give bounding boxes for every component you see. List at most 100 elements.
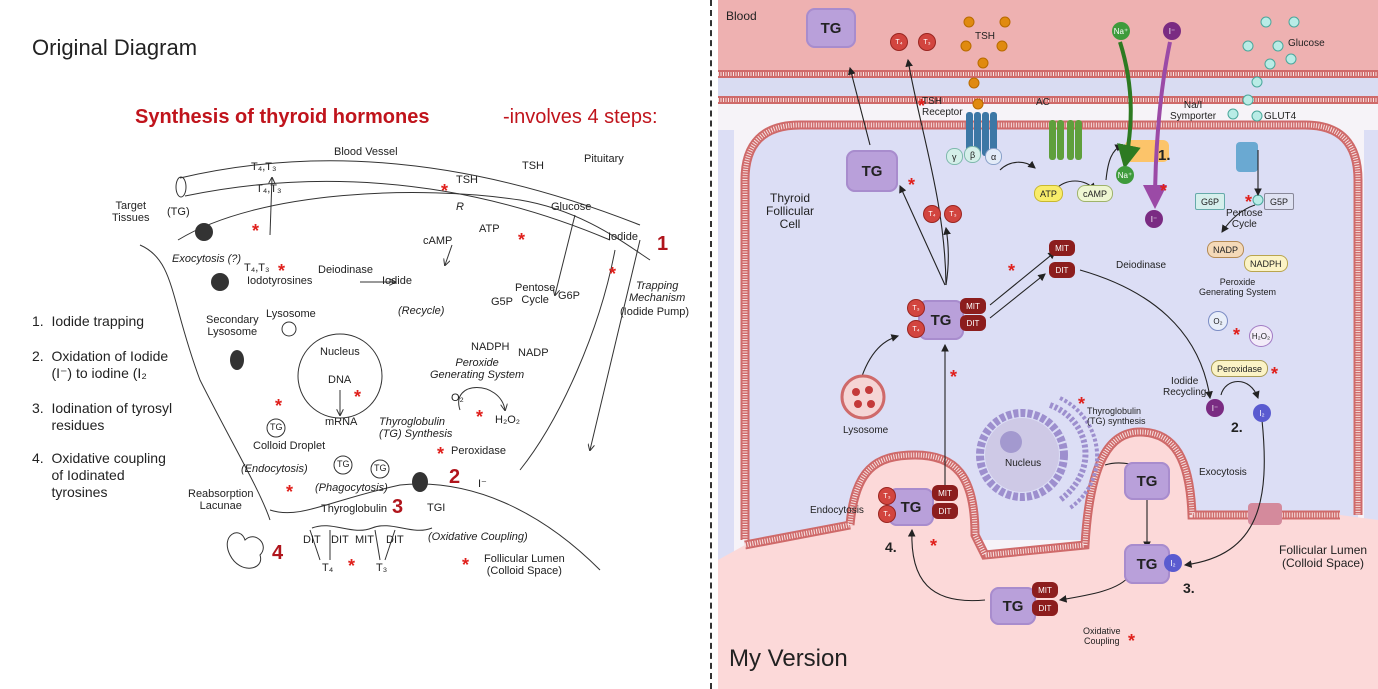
- marker-star: *: [348, 556, 356, 576]
- label-phagocytosis: (Phagocytosis): [315, 482, 388, 494]
- marker-star: *: [1245, 192, 1253, 212]
- g-protein-gamma: γ: [946, 148, 963, 165]
- label-recycle: (Recycle): [398, 305, 445, 317]
- marker-star: *: [908, 175, 916, 195]
- sodium-ion-blood: Na⁺: [1112, 22, 1130, 40]
- h2o2-molecule: H₂O₂: [1249, 325, 1273, 347]
- pendrin-channel: [1248, 503, 1282, 525]
- label-exocytosis: Exocytosis: [1199, 467, 1247, 478]
- step-1: 1. Iodide trapping: [32, 313, 145, 329]
- atp-pill: ATP: [1034, 185, 1063, 202]
- label-thyroglobulin: Thyroglobulin: [321, 503, 388, 515]
- step-4: 4. Oxidative coupling of Iodinated tyros…: [32, 450, 166, 500]
- label-t3: T₃: [376, 562, 388, 574]
- label-endocytosis: Endocytosis: [810, 505, 864, 516]
- label-oxidative-coupling: Oxidative Coupling: [1083, 626, 1121, 646]
- t3-cytoplasm: T₃: [944, 205, 962, 223]
- dit-endocytosis: DIT: [932, 503, 958, 519]
- label-iodide-recycling: Iodide Recycling: [1163, 376, 1207, 398]
- marker-star: *: [518, 230, 526, 250]
- marker-star: *: [1008, 261, 1016, 281]
- neighbor-cell-left: [718, 130, 734, 689]
- arrow: [270, 178, 272, 236]
- label-tg-paren: (TG): [167, 206, 190, 218]
- label-thyroid-follicular-cell: Thyroid Follicular Cell: [766, 191, 815, 232]
- label-dna: DNA: [328, 374, 352, 386]
- cell-apical-top: [177, 192, 651, 261]
- step-number-3: 3.: [1183, 580, 1195, 596]
- marker-star: *: [252, 221, 260, 241]
- cell-right-wall: [519, 249, 616, 471]
- vesicle-secondary: [211, 273, 229, 291]
- label-peroxidase: Peroxidase: [451, 445, 507, 457]
- vesicle-apical: [412, 472, 428, 492]
- label-mit: MIT: [355, 534, 374, 546]
- marker-star: *: [1078, 394, 1086, 414]
- label-endocytosis: (Endocytosis): [241, 463, 308, 475]
- label-tg-synthesis: Thyroglobulin (TG) synthesis: [1087, 406, 1146, 426]
- g6p-box: G6P: [1195, 193, 1226, 210]
- marker-star: *: [918, 96, 926, 116]
- reabsorption-lacunae-shape: [226, 532, 264, 569]
- coupling-lines: [309, 529, 396, 561]
- label-dit-1: DIT: [303, 534, 321, 546]
- label-camp: cAMP: [423, 235, 453, 247]
- step-number-2: 2.: [1231, 419, 1243, 435]
- label-tsh: TSH: [975, 31, 995, 42]
- label-t4: T₄: [322, 562, 334, 574]
- label-pentose-cycle: Pentose Cycle: [1226, 208, 1263, 230]
- label-na-i-symporter: Na/I Symporter: [1170, 100, 1217, 122]
- marker-star: *: [609, 264, 617, 284]
- tsh-particles: [960, 16, 1011, 110]
- label-oxidative-coupling: (Oxidative Coupling): [428, 531, 528, 543]
- step-number-3: 3: [392, 496, 404, 518]
- label-mrna: mRNA: [325, 416, 358, 428]
- endoplasmic-reticulum: [1059, 396, 1100, 510]
- label-tg-droplet: TG: [270, 422, 283, 432]
- label-nucleus: Nucleus: [1005, 458, 1042, 469]
- label-dit-3: DIT: [386, 534, 404, 546]
- g5p-box: G5P: [1264, 193, 1295, 210]
- label-glucose: Glucose: [551, 201, 592, 213]
- tg-blood: TG: [806, 8, 856, 48]
- mit-on-tg: MIT: [960, 298, 986, 314]
- iodide-ion-recycled: I⁻: [1206, 399, 1224, 417]
- label-t4t3-mid: T₄,T₃: [256, 183, 282, 195]
- marker-star: *: [462, 555, 470, 575]
- arrow: [555, 214, 576, 295]
- step-number-1: 1.: [1158, 147, 1171, 164]
- lysosome-circle: [281, 321, 297, 337]
- t3-on-tg: T₃: [907, 299, 925, 317]
- blood-vessel-outer: [179, 160, 641, 226]
- t3-endocytosis: T₃: [878, 487, 896, 505]
- tg-droplet-circle: [266, 418, 286, 438]
- step-3: 3. Iodination of tyrosyl residues: [32, 400, 173, 433]
- step-number-2: 2: [449, 466, 461, 488]
- nadph-pill: NADPH: [1244, 255, 1288, 272]
- marker-star: *: [1271, 364, 1279, 384]
- marker-star: *: [354, 387, 362, 407]
- label-glut4: GLUT4: [1264, 111, 1297, 122]
- label-exocytosis: Exocytosis (?): [172, 253, 242, 265]
- dit-free: DIT: [1049, 262, 1075, 278]
- label-follicular-lumen: Follicular Lumen (Colloid Space): [484, 553, 565, 578]
- label-tgi: TGI: [427, 502, 446, 514]
- glut4-shape: [1236, 142, 1258, 172]
- label-deiodinase: Deiodinase: [318, 264, 374, 276]
- label-peroxide-generating-system: Peroxide Generating System: [1199, 277, 1277, 297]
- nucleus-outline: [297, 333, 383, 419]
- label-deiodinase: Deiodinase: [1116, 260, 1167, 271]
- label-nadp: NADP: [518, 347, 549, 359]
- marker-star: *: [930, 536, 938, 556]
- diagram-title-suffix: -involves 4 steps:: [503, 106, 658, 128]
- label-g5p: G5P: [491, 296, 514, 308]
- follicular-cell: [745, 125, 1358, 540]
- label-glucose: Glucose: [1288, 38, 1325, 49]
- endoplasmic-reticulum: [1048, 402, 1089, 503]
- cell-left-wall: [139, 244, 271, 521]
- g-protein-alpha: α: [985, 148, 1003, 165]
- blood-vessel-inner: [184, 180, 611, 241]
- tsh-receptor-shape: [966, 112, 997, 156]
- camp-pill: cAMP: [1077, 185, 1114, 202]
